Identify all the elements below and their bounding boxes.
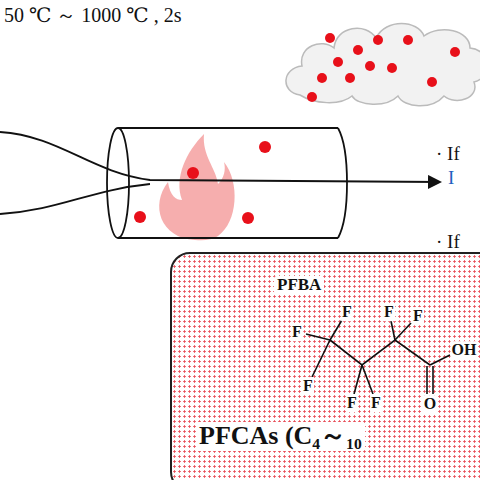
gas-flow-arrow xyxy=(0,132,440,214)
particles xyxy=(134,141,271,224)
smoke-cloud xyxy=(286,24,480,106)
atom-label: O xyxy=(423,395,437,413)
atom-label: F xyxy=(383,303,395,321)
atom-label: F xyxy=(291,323,303,341)
atom-label: F xyxy=(302,377,314,395)
note-text: · If xyxy=(436,232,460,253)
note-text: I xyxy=(448,168,454,189)
atom-label: F xyxy=(412,307,424,325)
compound-class: PFCAs (C₄～₁₀ xyxy=(196,422,365,451)
note-text: · If xyxy=(436,144,460,165)
flame xyxy=(159,134,234,240)
reactor-tube xyxy=(107,128,347,238)
atom-label: F xyxy=(370,394,382,412)
temperature-condition: 50 ℃ ～ 1000 ℃ , 2s xyxy=(4,4,182,26)
atom-label: F xyxy=(341,303,353,321)
atom-label: OH xyxy=(451,341,478,359)
atom-label: F xyxy=(346,394,358,412)
compound-name: PFBA xyxy=(274,276,324,295)
